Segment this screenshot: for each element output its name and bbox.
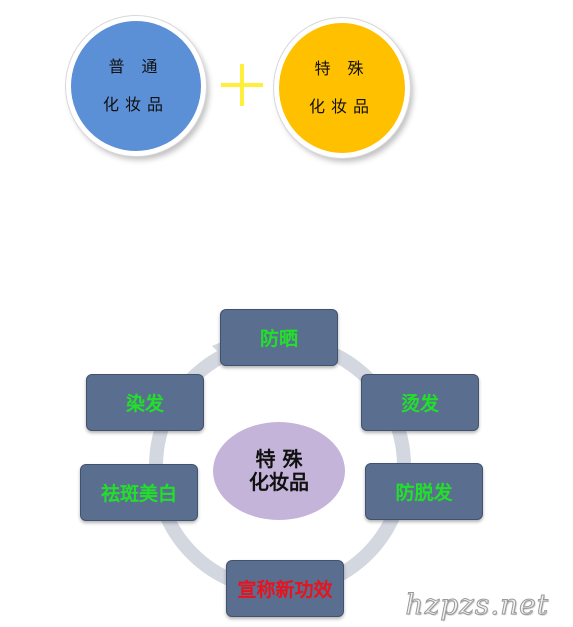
- node-label: 祛斑美白: [100, 483, 177, 505]
- node-perm: 烫发: [361, 374, 479, 431]
- node-hair-dye: 染发: [86, 374, 204, 431]
- node-new-efficacy: 宣称新功效: [226, 560, 344, 617]
- node-whitening: 祛斑美白: [80, 464, 198, 521]
- node-label: 防脱发: [395, 482, 453, 504]
- node-label: 防晒: [259, 328, 298, 350]
- node-label: 烫发: [400, 393, 439, 415]
- center-line2: 化妆品: [249, 470, 309, 494]
- watermark: hzpzs.net: [405, 588, 549, 622]
- special-circle-line1: 特 殊: [314, 59, 370, 78]
- node-sunscreen: 防晒: [220, 309, 338, 366]
- ordinary-circle-line2: 化妆品: [102, 95, 169, 114]
- center-line1: 特 殊: [255, 447, 303, 471]
- node-label: 染发: [125, 393, 164, 415]
- ordinary-circle-line1: 普 通: [108, 57, 164, 76]
- special-circle-line2: 化妆品: [308, 97, 375, 116]
- special-cosmetics-circle: 特 殊 化妆品: [274, 18, 410, 158]
- plus-icon: [221, 64, 263, 106]
- ordinary-cosmetics-circle: 普 通 化妆品: [66, 16, 206, 156]
- special-cosmetics-center: 特 殊 化妆品: [213, 422, 345, 520]
- node-label: 宣称新功效: [237, 579, 333, 601]
- node-anti-hair-loss: 防脱发: [365, 463, 483, 520]
